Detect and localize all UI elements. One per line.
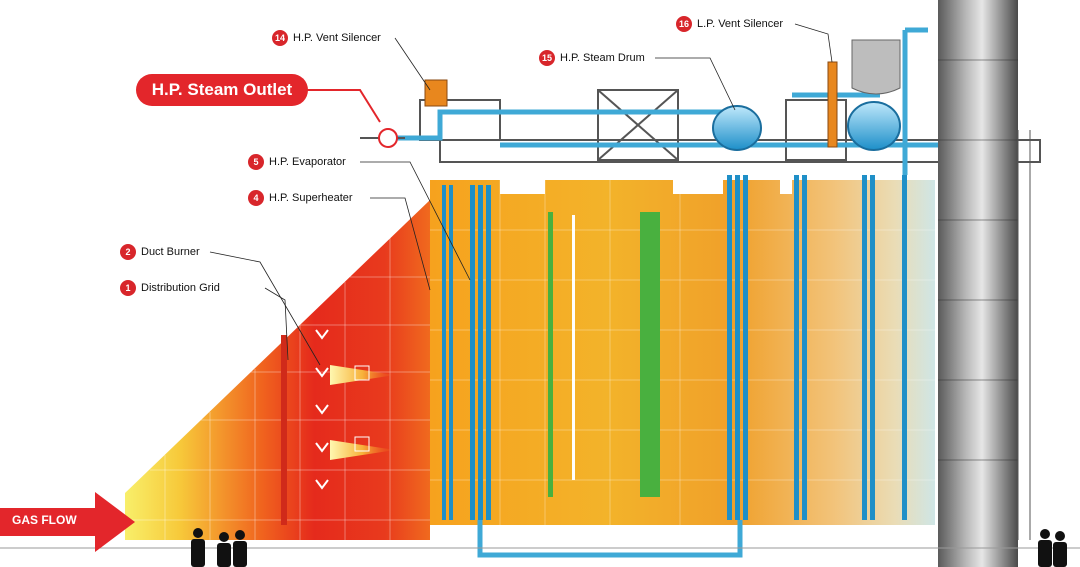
hp-vent-silencer xyxy=(424,79,448,107)
label-hp-superheater: 4 H.P. Superheater xyxy=(248,190,353,206)
label-number: 15 xyxy=(539,50,555,66)
label-distribution-grid: 1 Distribution Grid xyxy=(120,280,220,296)
ammonia-grid xyxy=(572,215,575,480)
label-number: 5 xyxy=(248,154,264,170)
people-silhouettes xyxy=(191,528,1067,567)
label-text: H.P. Steam Drum xyxy=(560,52,645,64)
label-hp-evaporator: 5 H.P. Evaporator xyxy=(248,154,346,170)
roof-notches xyxy=(500,170,792,194)
label-number: 16 xyxy=(676,16,692,32)
label-duct-burner: 2 Duct Burner xyxy=(120,244,200,260)
lp-tubes xyxy=(727,175,907,520)
hp-steam-outlet-label: H.P. Steam Outlet xyxy=(136,74,308,106)
hp-steam-drum xyxy=(712,105,762,151)
casing-panels xyxy=(430,180,935,525)
stack-ladder xyxy=(1017,130,1031,540)
steam-outlet-valve xyxy=(360,128,405,148)
duct-burner xyxy=(330,365,395,460)
outlet-callout-arrow xyxy=(300,89,381,123)
leader-lines xyxy=(209,23,833,366)
label-number: 4 xyxy=(248,190,264,206)
label-text: H.P. Superheater xyxy=(269,192,353,204)
hp-superheater-tubes xyxy=(442,185,491,520)
lp-vent-silencer xyxy=(827,61,838,148)
label-hp-steam-drum: 15 H.P. Steam Drum xyxy=(539,50,645,66)
scr-grid xyxy=(548,212,660,497)
lp-steam-drum xyxy=(847,101,901,151)
label-text: Distribution Grid xyxy=(141,282,220,294)
label-text: H.P. Evaporator xyxy=(269,156,346,168)
stack xyxy=(938,0,1018,567)
label-text: H.P. Vent Silencer xyxy=(293,32,381,44)
gas-flow-arrow xyxy=(0,492,135,552)
label-hp-vent-silencer: 14 H.P. Vent Silencer xyxy=(272,30,381,46)
deaerator xyxy=(851,39,901,95)
hrsg-casing xyxy=(430,180,935,525)
inlet-duct-grid xyxy=(125,238,430,540)
label-number: 2 xyxy=(120,244,136,260)
gas-flow-label: GAS FLOW xyxy=(12,513,77,527)
label-lp-vent-silencer: 16 L.P. Vent Silencer xyxy=(676,16,783,32)
label-text: Duct Burner xyxy=(141,246,200,258)
label-number: 1 xyxy=(120,280,136,296)
label-number: 14 xyxy=(272,30,288,46)
distribution-grid xyxy=(281,335,287,525)
label-text: L.P. Vent Silencer xyxy=(697,18,784,30)
